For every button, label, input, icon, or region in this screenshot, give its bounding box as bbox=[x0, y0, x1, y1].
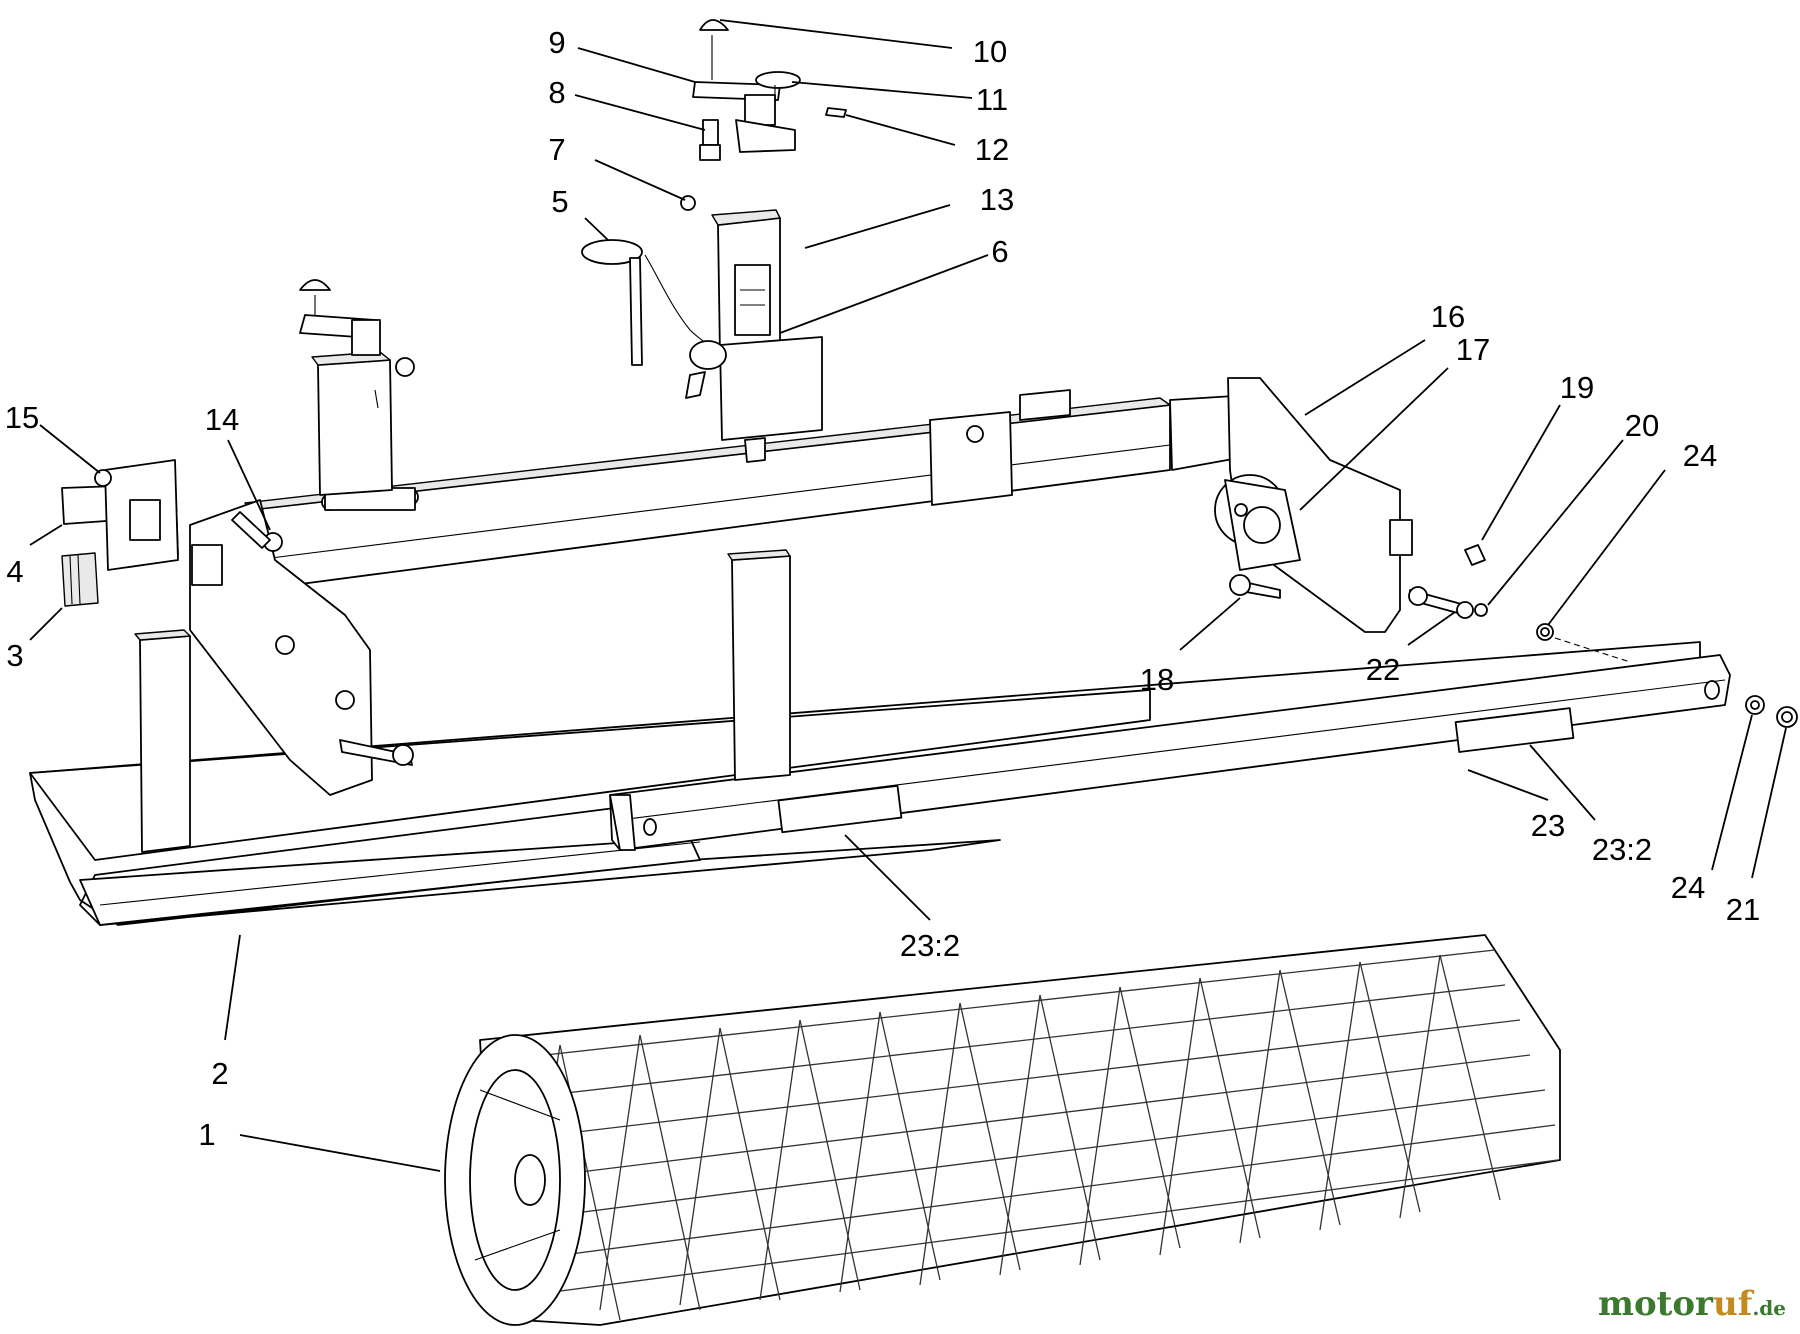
callout-14: 14 bbox=[205, 402, 239, 437]
center-jack-stand bbox=[581, 19, 847, 463]
callout-3: 3 bbox=[6, 638, 23, 673]
callout-2: 2 bbox=[211, 1056, 228, 1091]
callout-6: 6 bbox=[991, 234, 1008, 269]
callout-16: 16 bbox=[1431, 299, 1465, 334]
callout-9: 9 bbox=[548, 25, 565, 60]
callout-21: 21 bbox=[1726, 892, 1760, 927]
callout-13: 13 bbox=[980, 182, 1014, 217]
callout-labels: 1 2 3 4 5 6 7 8 9 10 11 12 13 14 15 16 1… bbox=[5, 25, 1760, 1152]
callout-22: 22 bbox=[1366, 652, 1400, 687]
callout-24-bottom: 24 bbox=[1671, 870, 1705, 905]
callout-5: 5 bbox=[551, 184, 568, 219]
callout-23-2-right: 23:2 bbox=[1592, 832, 1652, 867]
callout-15: 15 bbox=[5, 400, 39, 435]
callout-12: 12 bbox=[975, 132, 1009, 167]
spiked-roller bbox=[444, 934, 1561, 1326]
callout-20: 20 bbox=[1625, 408, 1659, 443]
callout-4: 4 bbox=[6, 554, 23, 589]
callout-1: 1 bbox=[198, 1117, 215, 1152]
lower-tube bbox=[609, 654, 1731, 851]
watermark-part3: .de bbox=[1752, 1296, 1786, 1320]
right-bearing-assembly bbox=[966, 377, 1798, 728]
left-hitch bbox=[61, 459, 419, 796]
callout-23-2-center: 23:2 bbox=[900, 928, 960, 963]
callout-23: 23 bbox=[1531, 808, 1565, 843]
leader-lines bbox=[29, 19, 1787, 1172]
callout-19: 19 bbox=[1560, 370, 1594, 405]
callout-8: 8 bbox=[548, 75, 565, 110]
vertical-posts bbox=[134, 549, 791, 853]
callout-10: 10 bbox=[973, 34, 1007, 69]
left-jack-stand bbox=[299, 279, 415, 496]
watermark-part1: motor bbox=[1598, 1284, 1713, 1324]
watermark-part2: uf bbox=[1712, 1284, 1753, 1324]
callout-24-top: 24 bbox=[1683, 438, 1717, 473]
callout-17: 17 bbox=[1456, 332, 1490, 367]
callout-18: 18 bbox=[1140, 662, 1174, 697]
callout-7: 7 bbox=[548, 132, 565, 167]
watermark-logo: motoruf.de bbox=[1598, 1284, 1786, 1324]
callout-11: 11 bbox=[976, 82, 1008, 117]
